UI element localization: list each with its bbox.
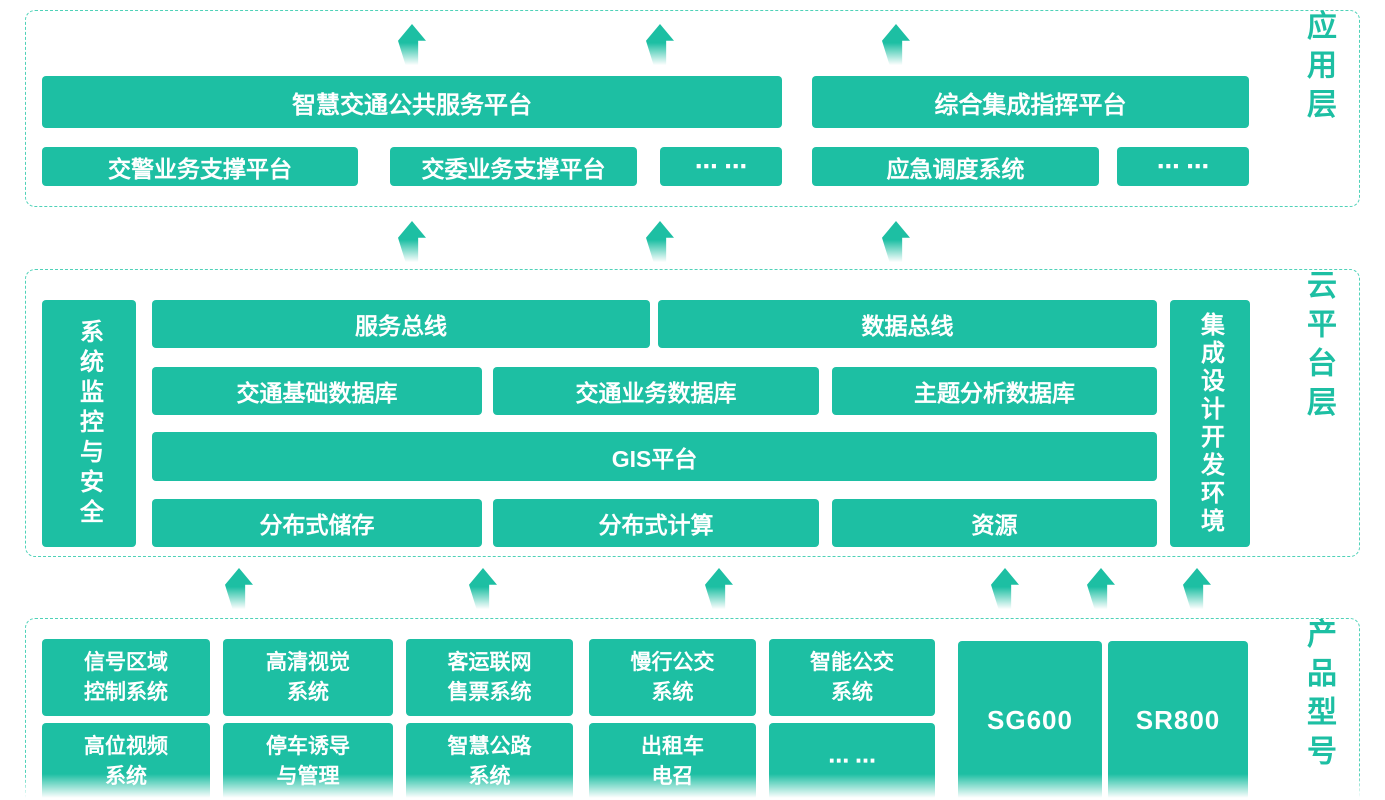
model-box-sr800: SR800 [1108,641,1248,800]
product-box-line: 高清视觉 [266,650,350,674]
up-arrow-icon [469,568,497,610]
product-box-line: 智能公交 [810,650,894,674]
cloud-layer-container [25,269,1360,557]
layer-label-application: 应用层 [1302,10,1335,127]
layer-label-product: 产品型号 [1302,618,1335,774]
up-arrow-icon [1087,568,1115,610]
product-box-hd-vision: 高清视觉 系统 [223,639,393,716]
product-box-line: 客运联网 [447,650,532,674]
product-box-line: 系统 [831,680,873,704]
gis-platform-bar: GIS平台 [152,432,1157,481]
product-box-line: 控制系统 [84,680,168,704]
up-arrow-icon [991,568,1019,610]
product-box-line: 系统 [287,680,329,704]
sub-bar-emergency-dispatch: 应急调度系统 [812,147,1099,186]
product-box-line: 停车诱导 [266,734,350,758]
up-arrow-icon [1183,568,1211,610]
product-box-smart-bus: 智能公交 系统 [769,639,935,716]
product-box-line: ⋯ ⋯ [828,749,876,773]
model-box-sg600: SG600 [958,641,1102,800]
product-box-line: 智慧公路 [447,734,532,758]
up-arrow-icon [225,568,253,610]
sub-bar-traffic-police: 交警业务支撑平台 [42,147,358,186]
application-layer-container [25,10,1360,207]
bus-bar-service: 服务总线 [152,300,650,348]
db-bar-traffic-base: 交通基础数据库 [152,367,482,415]
sub-bar-transport-committee: 交委业务支撑平台 [390,147,637,186]
bus-bar-data: 数据总线 [658,300,1157,348]
product-box-signal-area-control: 信号区域 控制系统 [42,639,210,716]
up-arrow-icon [646,221,674,263]
product-box-slow-transit: 慢行公交 系统 [589,639,756,716]
sub-bar-ellipsis: ⋯ ⋯ [1117,147,1249,186]
product-box-line: 出租车 [641,734,704,758]
product-box-passenger-ticketing: 客运联网 售票系统 [406,639,573,716]
panel-integrated-design-dev-env: 集成设计开发环境 [1170,300,1250,547]
infra-bar-resources: 资源 [832,499,1157,547]
platform-bar-public-service: 智慧交通公共服务平台 [42,76,782,128]
db-bar-traffic-business: 交通业务数据库 [493,367,819,415]
bottom-fade-overlay [0,774,1385,800]
product-box-line: 慢行公交 [630,650,715,674]
infra-bar-distributed-computing: 分布式计算 [493,499,819,547]
panel-system-monitoring-security: 系统监控与安全 [42,300,136,547]
db-bar-theme-analysis: 主题分析数据库 [832,367,1157,415]
product-box-line: 信号区域 [84,650,168,674]
product-box-line: 售票系统 [447,680,532,704]
up-arrow-icon [705,568,733,610]
product-layer-container [25,618,1360,800]
up-arrow-icon [882,221,910,263]
sub-bar-ellipsis: ⋯ ⋯ [660,147,782,186]
platform-bar-integrated-command: 综合集成指挥平台 [812,76,1249,128]
infra-bar-distributed-storage: 分布式储存 [152,499,482,547]
up-arrow-icon [398,221,426,263]
layer-label-cloud: 云平台层 [1302,269,1335,425]
product-box-line: 系统 [651,680,694,704]
product-box-line: 高位视频 [84,734,168,758]
